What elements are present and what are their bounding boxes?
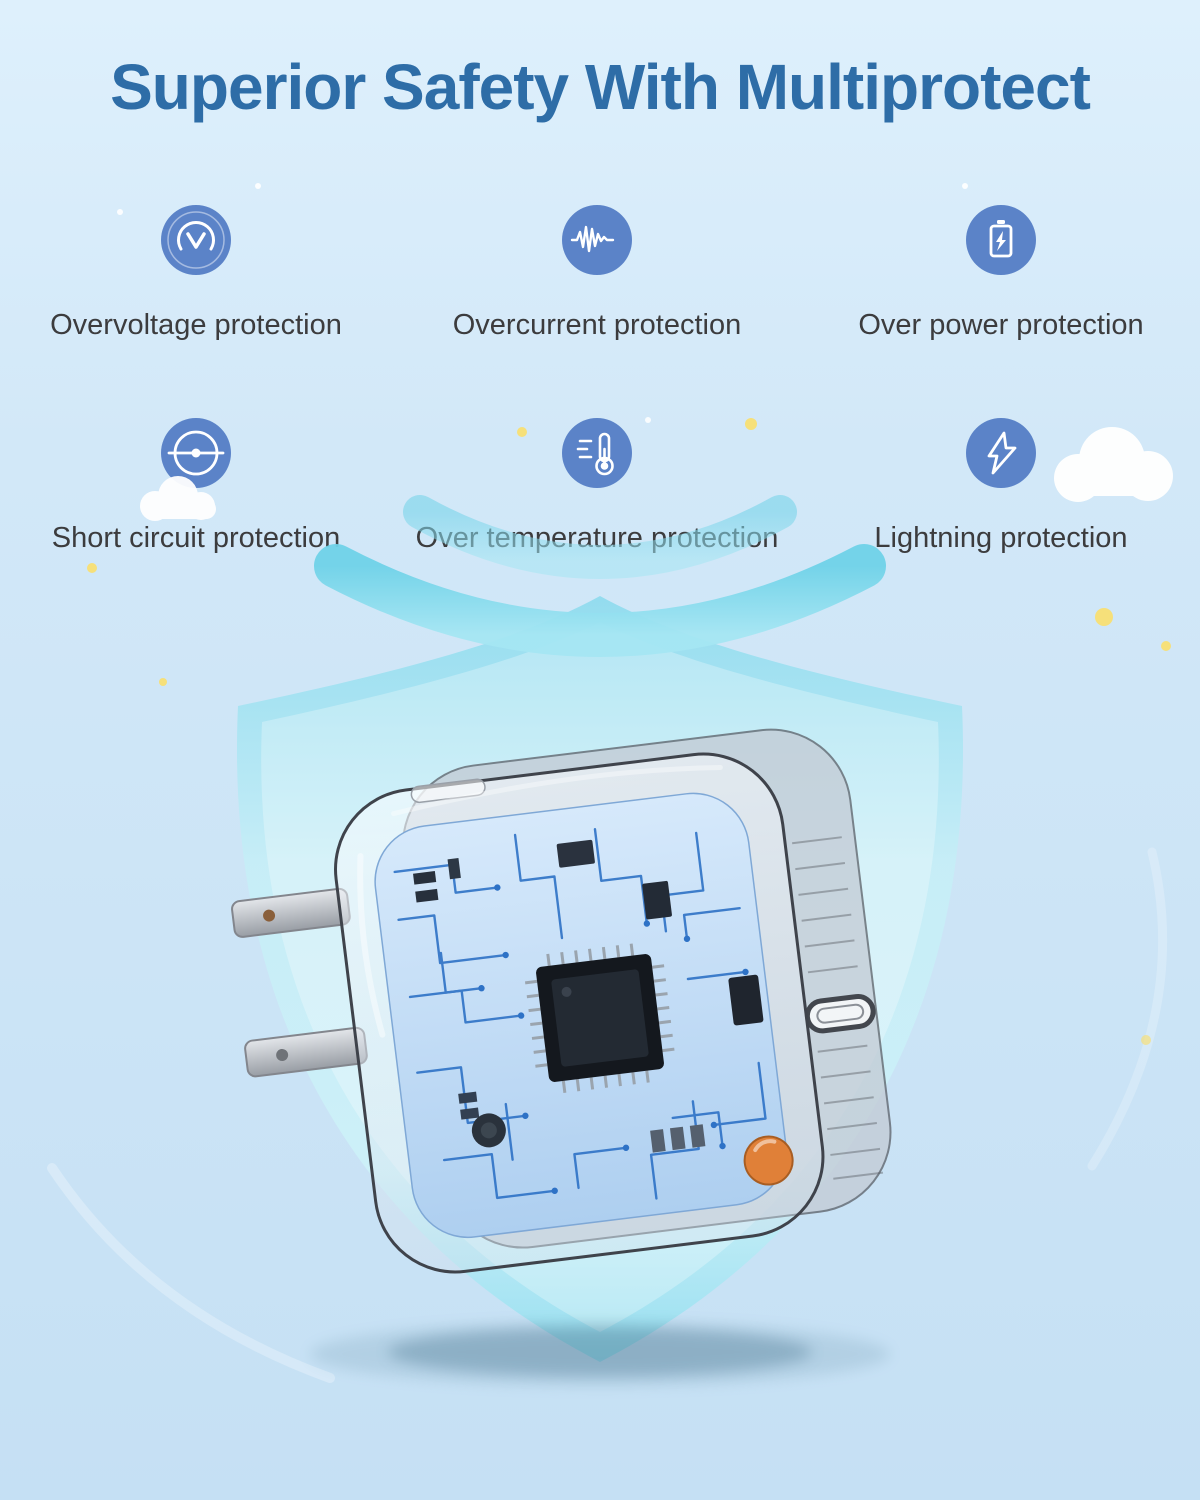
- overcurrent-protection-icon: [561, 205, 632, 275]
- capacitor-orange: [743, 1135, 794, 1186]
- feature-short-circuit: Short circuit protection: [51, 416, 341, 555]
- background-swoosh: [47, 847, 1168, 1383]
- cloud-icon: [140, 476, 216, 521]
- glass-highlights: [357, 764, 723, 1038]
- feature-over-power: Over power protection: [858, 203, 1144, 342]
- over-temperature-protection-icon: [561, 418, 632, 488]
- ground-shadow: [310, 1322, 890, 1386]
- sparkle-dots: [87, 183, 1171, 1045]
- over-power-protection-icon: [966, 205, 1036, 275]
- feature-label: Over power protection: [858, 309, 1144, 341]
- pcb-components: [413, 839, 794, 1186]
- charger-illustration: [231, 728, 892, 1274]
- hanger-slot: [410, 778, 486, 804]
- feature-label: Lightning protection: [874, 522, 1128, 554]
- usb-c-port: [804, 993, 876, 1034]
- page-title: Superior Safety With Multiprotect: [110, 51, 1091, 123]
- feature-label: Overvoltage protection: [50, 309, 342, 341]
- feature-overcurrent: Overcurrent protection: [452, 203, 742, 342]
- circuit-board: [374, 792, 794, 1239]
- chevron-waves: [314, 495, 886, 657]
- overvoltage-protection-icon: [161, 205, 231, 275]
- feature-overvoltage: Overvoltage protection: [50, 203, 342, 342]
- feature-label: Short circuit protection: [51, 522, 341, 554]
- short-circuit-protection-icon: [160, 418, 231, 488]
- lightning-protection-icon: [965, 418, 1036, 488]
- main-chip: [524, 943, 675, 1094]
- features-grid: Overvoltage protection Overcurrent prote…: [0, 203, 1200, 555]
- power-prongs: [231, 887, 368, 1078]
- feature-label: Overcurrent protection: [452, 309, 742, 341]
- cloud-icon: [1054, 427, 1173, 502]
- feature-lightning: Lightning protection: [874, 416, 1128, 555]
- pcb-vias: [478, 884, 749, 1195]
